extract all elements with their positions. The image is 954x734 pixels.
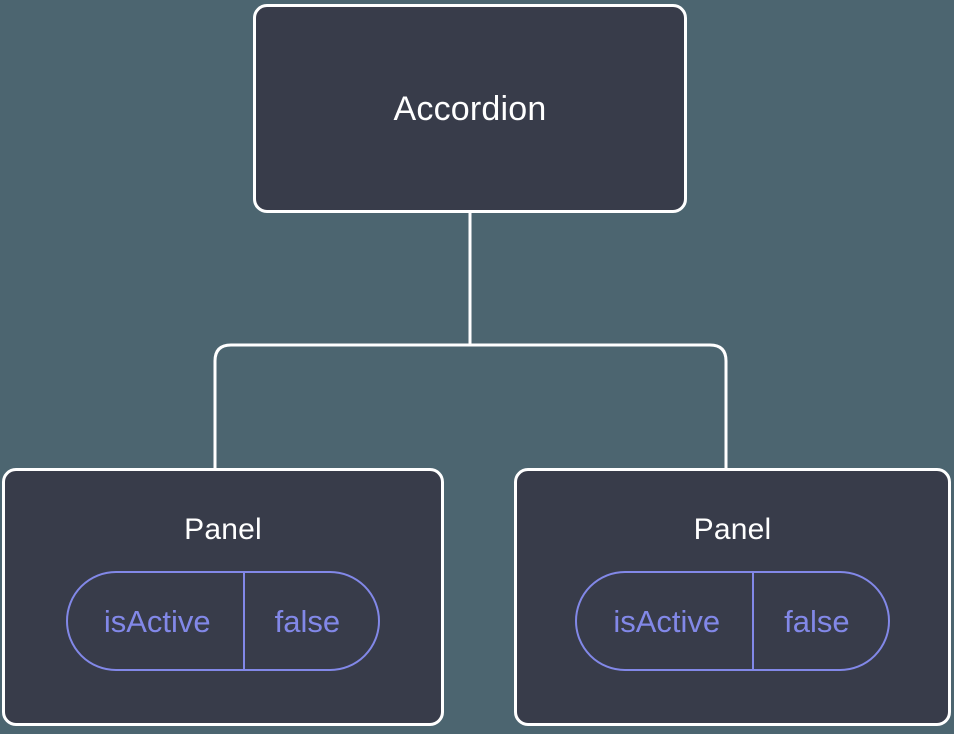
state-value-cell: false: [754, 573, 887, 669]
state-key-label: isActive: [613, 603, 721, 639]
node-panel-right-title: Panel: [693, 513, 772, 546]
state-key-cell: isActive: [577, 573, 755, 669]
state-key-cell: isActive: [68, 573, 245, 669]
node-panel-left[interactable]: Panel isActive false: [2, 468, 444, 726]
state-value-label: false: [274, 603, 341, 639]
state-value-label: false: [784, 603, 850, 639]
state-value-cell: false: [245, 573, 378, 669]
node-panel-left-title: Panel: [184, 513, 262, 546]
edge-accordion-to-panel-right: [470, 343, 728, 470]
node-accordion-title: Accordion: [393, 89, 547, 128]
node-accordion[interactable]: Accordion: [253, 4, 687, 213]
state-pill-panel-left[interactable]: isActive false: [65, 571, 381, 671]
state-key-label: isActive: [103, 603, 211, 639]
state-pill-panel-right[interactable]: isActive false: [575, 571, 890, 671]
edge-accordion-to-panel-left: [213, 343, 470, 470]
node-panel-right[interactable]: Panel isActive false: [514, 468, 951, 726]
